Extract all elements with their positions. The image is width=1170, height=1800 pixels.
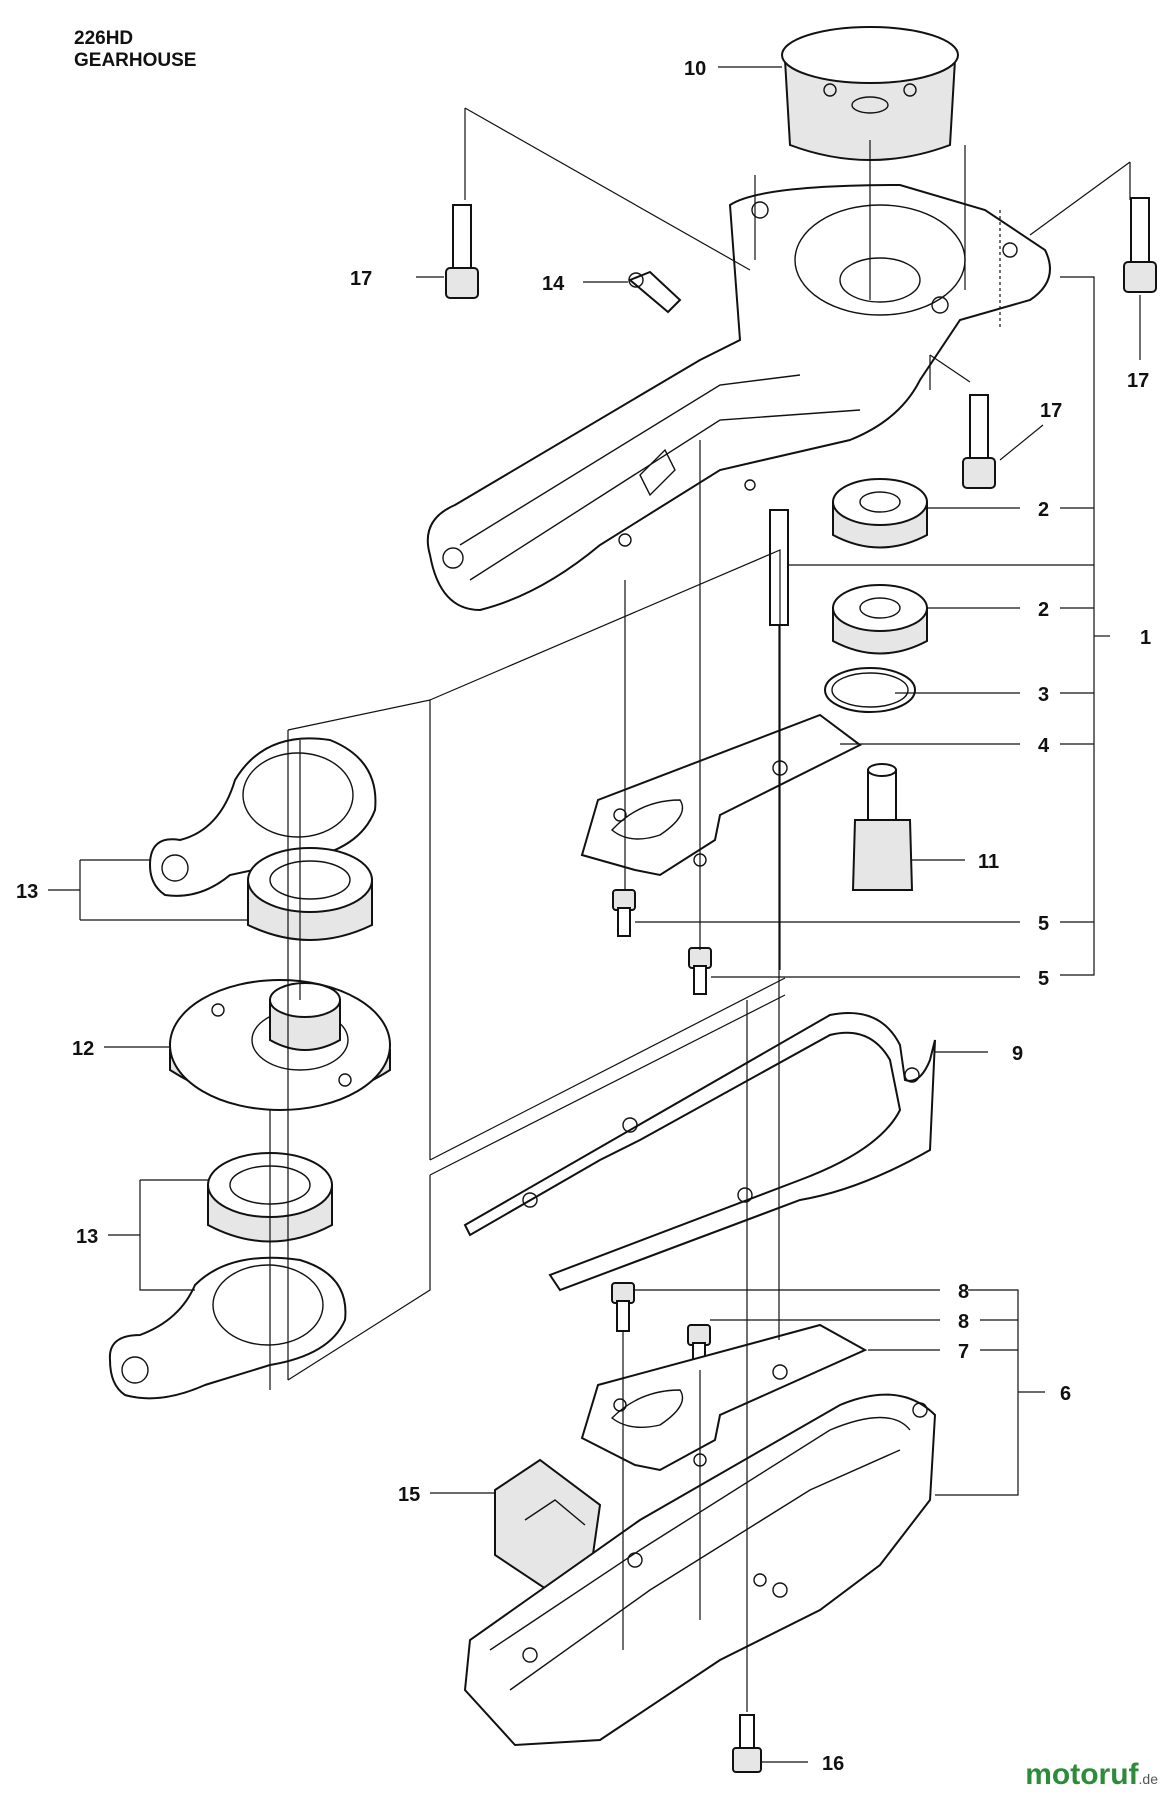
part-1-gearhouse-body <box>426 183 1051 612</box>
part-13-bearing-arm-upper <box>148 737 377 897</box>
part-13-bearing-upper <box>247 847 373 941</box>
part-17-bolt-right <box>1123 197 1157 293</box>
callout-17-middle: 17 <box>1040 400 1062 422</box>
callout-2-upper: 2 <box>1038 499 1049 521</box>
part-5-screw-a <box>612 889 636 937</box>
callout-labels: 1 2 2 3 4 5 5 6 7 8 8 9 10 11 12 13 13 1… <box>16 58 1151 1775</box>
callout-8-upper: 8 <box>958 1281 969 1303</box>
part-10-drum <box>781 26 959 161</box>
callout-10: 10 <box>684 58 706 80</box>
diagram-section-title: GEARHOUSE <box>74 50 197 71</box>
callout-5-upper: 5 <box>1038 913 1049 935</box>
callout-1: 1 <box>1140 627 1151 649</box>
callout-7: 7 <box>958 1341 969 1363</box>
callout-6: 6 <box>1060 1383 1071 1405</box>
callout-5-lower: 5 <box>1038 968 1049 990</box>
part-13-bearing-arm-lower <box>108 1256 347 1400</box>
part-5-screw-b <box>688 947 712 995</box>
callout-12: 12 <box>72 1038 94 1060</box>
diagram-model: 226HD <box>74 28 134 49</box>
part-14-grease-nipple <box>628 270 682 314</box>
callout-13-upper: 13 <box>16 881 38 903</box>
part-2-bearing-upper <box>832 478 928 549</box>
callout-2-lower: 2 <box>1038 599 1049 621</box>
leader-lines <box>48 66 1141 1763</box>
watermark-logo: motoruf.de <box>1025 1758 1158 1791</box>
part-9-gasket <box>463 1012 936 1292</box>
callout-3: 3 <box>1038 684 1049 706</box>
part-17-bolt-left <box>445 204 479 299</box>
part-2-bearing-lower <box>832 584 928 655</box>
part-8-screw-a <box>611 1282 635 1332</box>
part-16-bolt <box>732 1714 762 1773</box>
callout-14: 14 <box>542 273 565 295</box>
callout-4: 4 <box>1038 735 1050 757</box>
part-4-plate <box>580 713 862 877</box>
callout-15: 15 <box>398 1484 420 1506</box>
part-7-plate <box>580 1323 868 1472</box>
callout-17-left: 17 <box>350 268 372 290</box>
part-3-circlip <box>824 667 916 713</box>
callout-9: 9 <box>1012 1043 1023 1065</box>
callout-8-lower: 8 <box>958 1311 969 1333</box>
dowel-pin <box>769 509 789 626</box>
part-12-flange <box>169 979 391 1111</box>
callout-11: 11 <box>978 851 999 873</box>
callout-13-lower: 13 <box>76 1226 98 1248</box>
part-17-bolt-middle <box>962 394 996 489</box>
callout-16: 16 <box>822 1753 844 1775</box>
callout-17-right: 17 <box>1127 370 1149 392</box>
part-11-shaft <box>851 763 914 891</box>
